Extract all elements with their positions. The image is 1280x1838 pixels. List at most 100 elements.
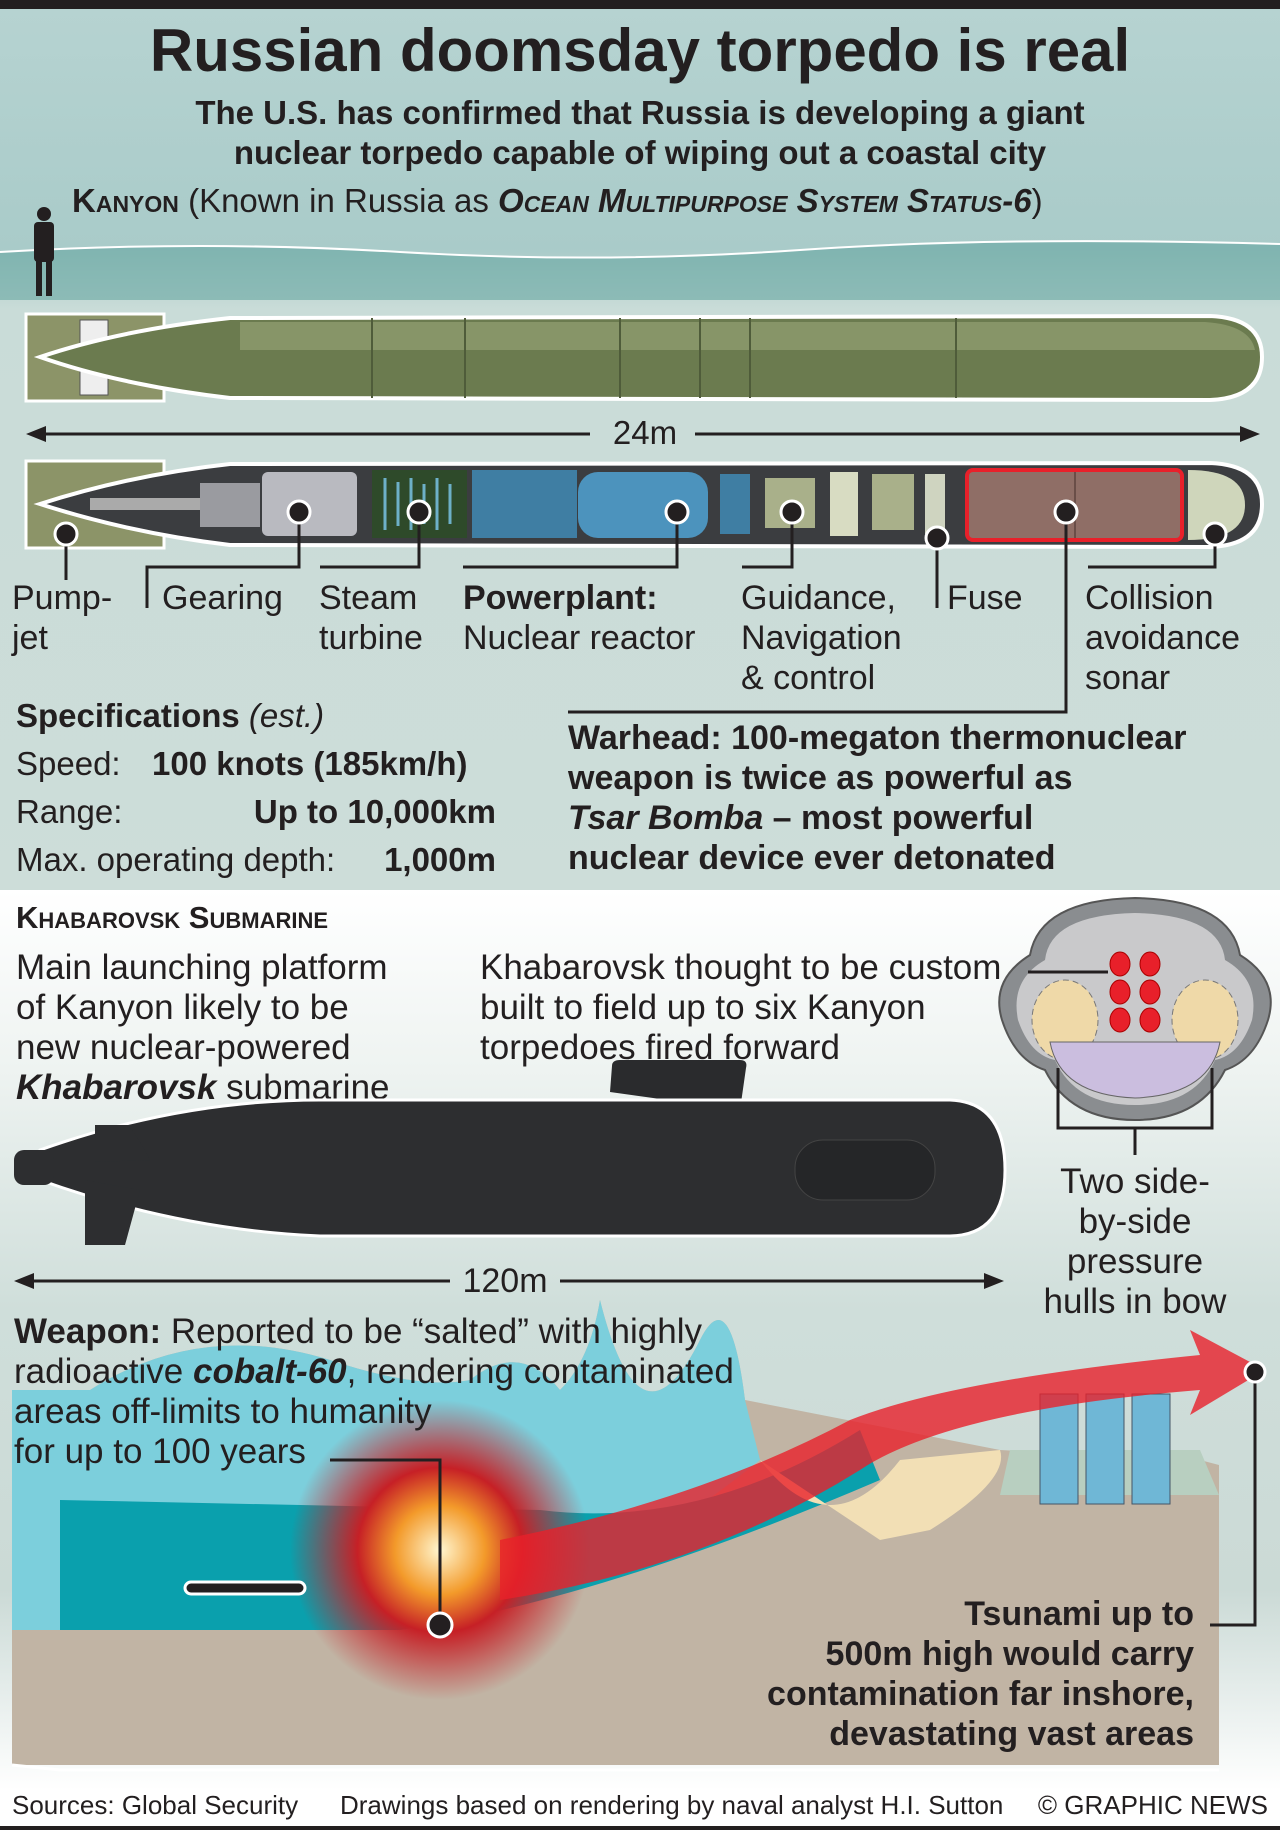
text-line: Tsunami up to bbox=[964, 1595, 1194, 1633]
sources: Sources: Global Security bbox=[12, 1790, 299, 1820]
leader-lines bbox=[330, 1372, 1257, 1627]
kanyon-torpedo bbox=[183, 1580, 307, 1596]
contamination-arrow bbox=[500, 1330, 1265, 1600]
text-line: radioactive cobalt-60, rendering contami… bbox=[14, 1352, 734, 1392]
spec-depth: Max. operating depth: 1,000m bbox=[16, 836, 496, 884]
label-line: Nuclear reactor bbox=[463, 619, 696, 657]
subtitle: The U.S. has confirmed that Russia is de… bbox=[0, 93, 1280, 173]
text-line: contamination far inshore, bbox=[767, 1675, 1194, 1713]
weapon-label: Weapon: bbox=[14, 1312, 162, 1351]
text-line: Main launching platform bbox=[16, 948, 388, 987]
spec-value: 1,000m bbox=[384, 841, 496, 878]
tsunami-illustration bbox=[11, 1300, 1267, 1772]
cobalt-60: cobalt-60 bbox=[192, 1352, 347, 1391]
spec-range: Range: Up to 10,000km bbox=[16, 788, 496, 836]
top-rule bbox=[0, 0, 1280, 9]
subtitle-line: The U.S. has confirmed that Russia is de… bbox=[195, 94, 1085, 131]
torpedo-exterior bbox=[24, 312, 1265, 403]
torpedo-length-label: 24m bbox=[612, 414, 678, 451]
kanyon-pre: (Known in Russia as bbox=[178, 182, 499, 219]
spec-heading: Specifications (est.) bbox=[16, 692, 496, 740]
label-line: Navigation bbox=[741, 619, 902, 657]
bottom-rule bbox=[0, 1826, 1280, 1830]
callout-dot bbox=[426, 1611, 454, 1639]
label-powerplant: Powerplant:Nuclear reactor bbox=[463, 578, 695, 658]
kanyon-post: ) bbox=[1031, 182, 1043, 219]
label-line: Steam bbox=[319, 579, 418, 617]
callout-dots bbox=[53, 499, 1228, 551]
sea-surface bbox=[0, 241, 1280, 300]
label-line: Powerplant: bbox=[463, 579, 658, 617]
torpedo-illustration bbox=[0, 207, 1280, 714]
kanyon-name: Kanyon bbox=[72, 182, 179, 219]
spec-value: 100 knots (185km/h) bbox=[152, 745, 468, 782]
submarine-illustration bbox=[14, 896, 1272, 1289]
text-line: Two side- bbox=[1060, 1162, 1210, 1201]
torpedo-cutaway bbox=[24, 459, 1265, 550]
label-gearing: Gearing bbox=[162, 579, 283, 617]
khabarovsk-heading: Khabarovsk Submarine bbox=[16, 900, 329, 935]
spec-value: Up to 10,000km bbox=[253, 793, 496, 830]
subtitle-line: nuclear torpedo capable of wiping out a … bbox=[233, 134, 1047, 171]
warhead-line: weapon is twice as powerful as bbox=[568, 759, 1073, 797]
label-fuse: Fuse bbox=[947, 579, 1023, 617]
text-line: Khabarovsk thought to be custom bbox=[480, 948, 1002, 987]
spec-label: Range: bbox=[16, 793, 123, 830]
label-line: Guidance, bbox=[741, 579, 896, 617]
text: , rendering contaminated bbox=[346, 1352, 734, 1391]
text-line: pressure bbox=[1066, 1242, 1204, 1281]
text-line: devastating vast areas bbox=[829, 1715, 1194, 1753]
label-line: Pump- bbox=[12, 579, 113, 617]
sub-name: Khabarovsk bbox=[16, 1068, 217, 1107]
spec-title: Specifications bbox=[16, 697, 240, 734]
specifications: Specifications (est.) Speed: 100 knots (1… bbox=[16, 692, 496, 884]
khabarovsk-submarine bbox=[14, 1060, 1007, 1245]
spec-note: (est.) bbox=[248, 697, 325, 734]
label-line: turbine bbox=[319, 619, 423, 657]
kanyon-russian-name: Ocean Multipurpose System Status-6 bbox=[498, 182, 1032, 219]
bow-cross-section bbox=[998, 896, 1272, 1155]
copyright: © GRAPHIC NEWS bbox=[1037, 1790, 1268, 1820]
spec-label: Speed: bbox=[16, 745, 121, 782]
label-line: Collision bbox=[1085, 579, 1214, 617]
text-line: by-side bbox=[1078, 1202, 1192, 1241]
kanyon-caption: Kanyon (Known in Russia as Ocean Multipu… bbox=[72, 182, 1043, 220]
warhead-line: Warhead: 100-megaton thermonuclear bbox=[568, 719, 1187, 757]
text-line: new nuclear-powered bbox=[16, 1028, 351, 1067]
callout-dot bbox=[1243, 1360, 1267, 1384]
label-line: jet bbox=[12, 619, 48, 657]
warhead-text: – most powerful bbox=[763, 799, 1034, 837]
label-line: avoidance bbox=[1085, 619, 1241, 657]
sub-length-label: 120m bbox=[462, 1262, 548, 1300]
spec-label: Max. operating depth: bbox=[16, 841, 336, 878]
page-title: Russian doomsday torpedo is real bbox=[149, 17, 1131, 84]
header-background bbox=[0, 9, 1280, 890]
text-line: Weapon: Reported to be “salted” with hig… bbox=[14, 1312, 734, 1352]
text-line: 500m high would carry bbox=[825, 1635, 1194, 1673]
torpedo-tubes bbox=[1109, 951, 1161, 1033]
label-guidance: Guidance,Navigation& control bbox=[741, 578, 902, 698]
human-scale-icon bbox=[34, 207, 54, 296]
label-line: & control bbox=[741, 659, 876, 697]
tsunami-description: Tsunami up to 500m high would carry cont… bbox=[600, 1594, 1194, 1754]
text-line: areas off-limits to humanity bbox=[14, 1392, 432, 1431]
text-line: of Kanyon likely to be bbox=[16, 988, 349, 1027]
warhead-description: Warhead: 100-megaton thermonuclear weapo… bbox=[568, 718, 1268, 878]
leader-lines bbox=[64, 512, 1217, 714]
warhead-line: nuclear device ever detonated bbox=[568, 839, 1056, 877]
text-line: built to field up to six Kanyon bbox=[480, 988, 926, 1027]
weapon-description: Weapon: Reported to be “salted” with hig… bbox=[14, 1312, 734, 1472]
buildings bbox=[1039, 1393, 1171, 1505]
pressure-hulls-label: Two side- by-side pressure hulls in bow bbox=[1035, 1162, 1235, 1322]
text: Reported to be “salted” with highly bbox=[161, 1312, 702, 1351]
drawing-credit: Drawings based on rendering by naval ana… bbox=[340, 1790, 1004, 1820]
tsar-bomba: Tsar Bomba bbox=[568, 799, 764, 837]
warhead-line: Tsar Bomba – most powerful bbox=[568, 798, 1268, 838]
text: radioactive bbox=[14, 1352, 193, 1391]
text-line: for up to 100 years bbox=[14, 1432, 306, 1471]
khabarovsk-custom-text: Khabarovsk thought to be custom built to… bbox=[480, 948, 1001, 1068]
spec-speed: Speed: 100 knots (185km/h) bbox=[16, 740, 496, 788]
label-line: sonar bbox=[1085, 659, 1171, 697]
